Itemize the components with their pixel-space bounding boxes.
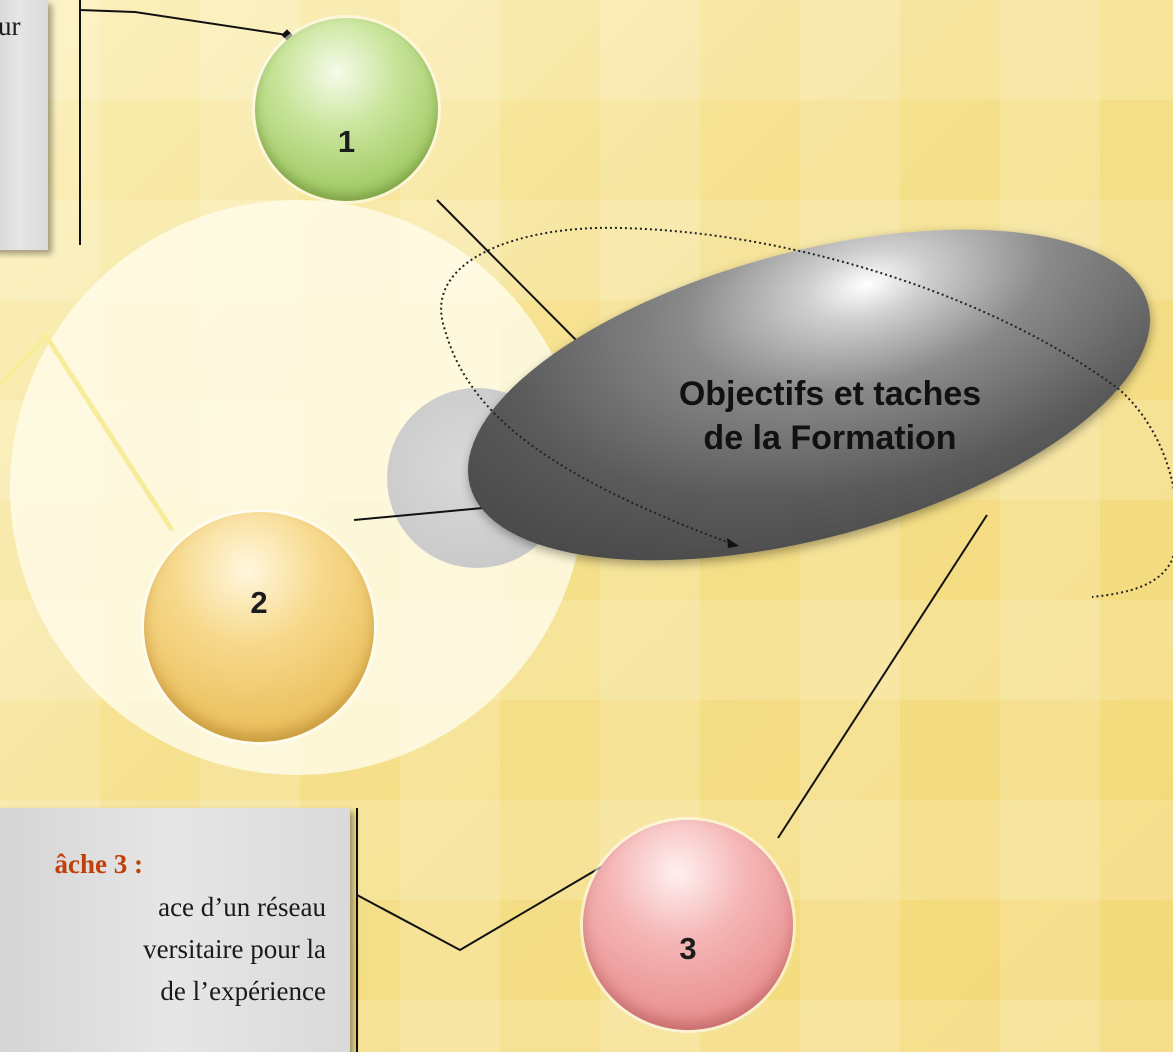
- connector-ball1-center: [436, 199, 577, 341]
- task-3-line-1: ace d’un réseau: [158, 892, 326, 922]
- central-title: Objectifs et taches de la Formation: [560, 372, 1100, 460]
- central-title-line-2: de la Formation: [703, 419, 957, 457]
- orbit-arrowhead: [727, 538, 739, 548]
- task-3-line-3: de l’expérience: [160, 976, 326, 1006]
- central-title-line-1: Objectifs et taches: [678, 375, 982, 413]
- connector-ball3-center: [777, 514, 988, 839]
- connector-box1-ball1: [79, 9, 288, 36]
- ball-1-number: 1: [337, 124, 356, 159]
- ball-2-number: 2: [250, 585, 268, 620]
- connector-box3-ball3: [356, 859, 614, 952]
- ball-2: 2: [144, 512, 374, 742]
- info-box-3: âche 3 : ace d’un réseau versitaire pour…: [0, 808, 350, 1052]
- ball-3: 3: [583, 820, 793, 1030]
- ball-3-number: 3: [679, 931, 697, 966]
- yellow-connector: [0, 331, 175, 532]
- task-3-line-2: versitaire pour la: [143, 934, 326, 964]
- dotted-orbit: [440, 226, 1173, 598]
- ball-1: 1: [255, 18, 438, 201]
- info-box-1: ur: [0, 0, 48, 250]
- task-3-title: âche 3 :: [54, 849, 143, 879]
- info-box-1-text: ur: [0, 11, 21, 41]
